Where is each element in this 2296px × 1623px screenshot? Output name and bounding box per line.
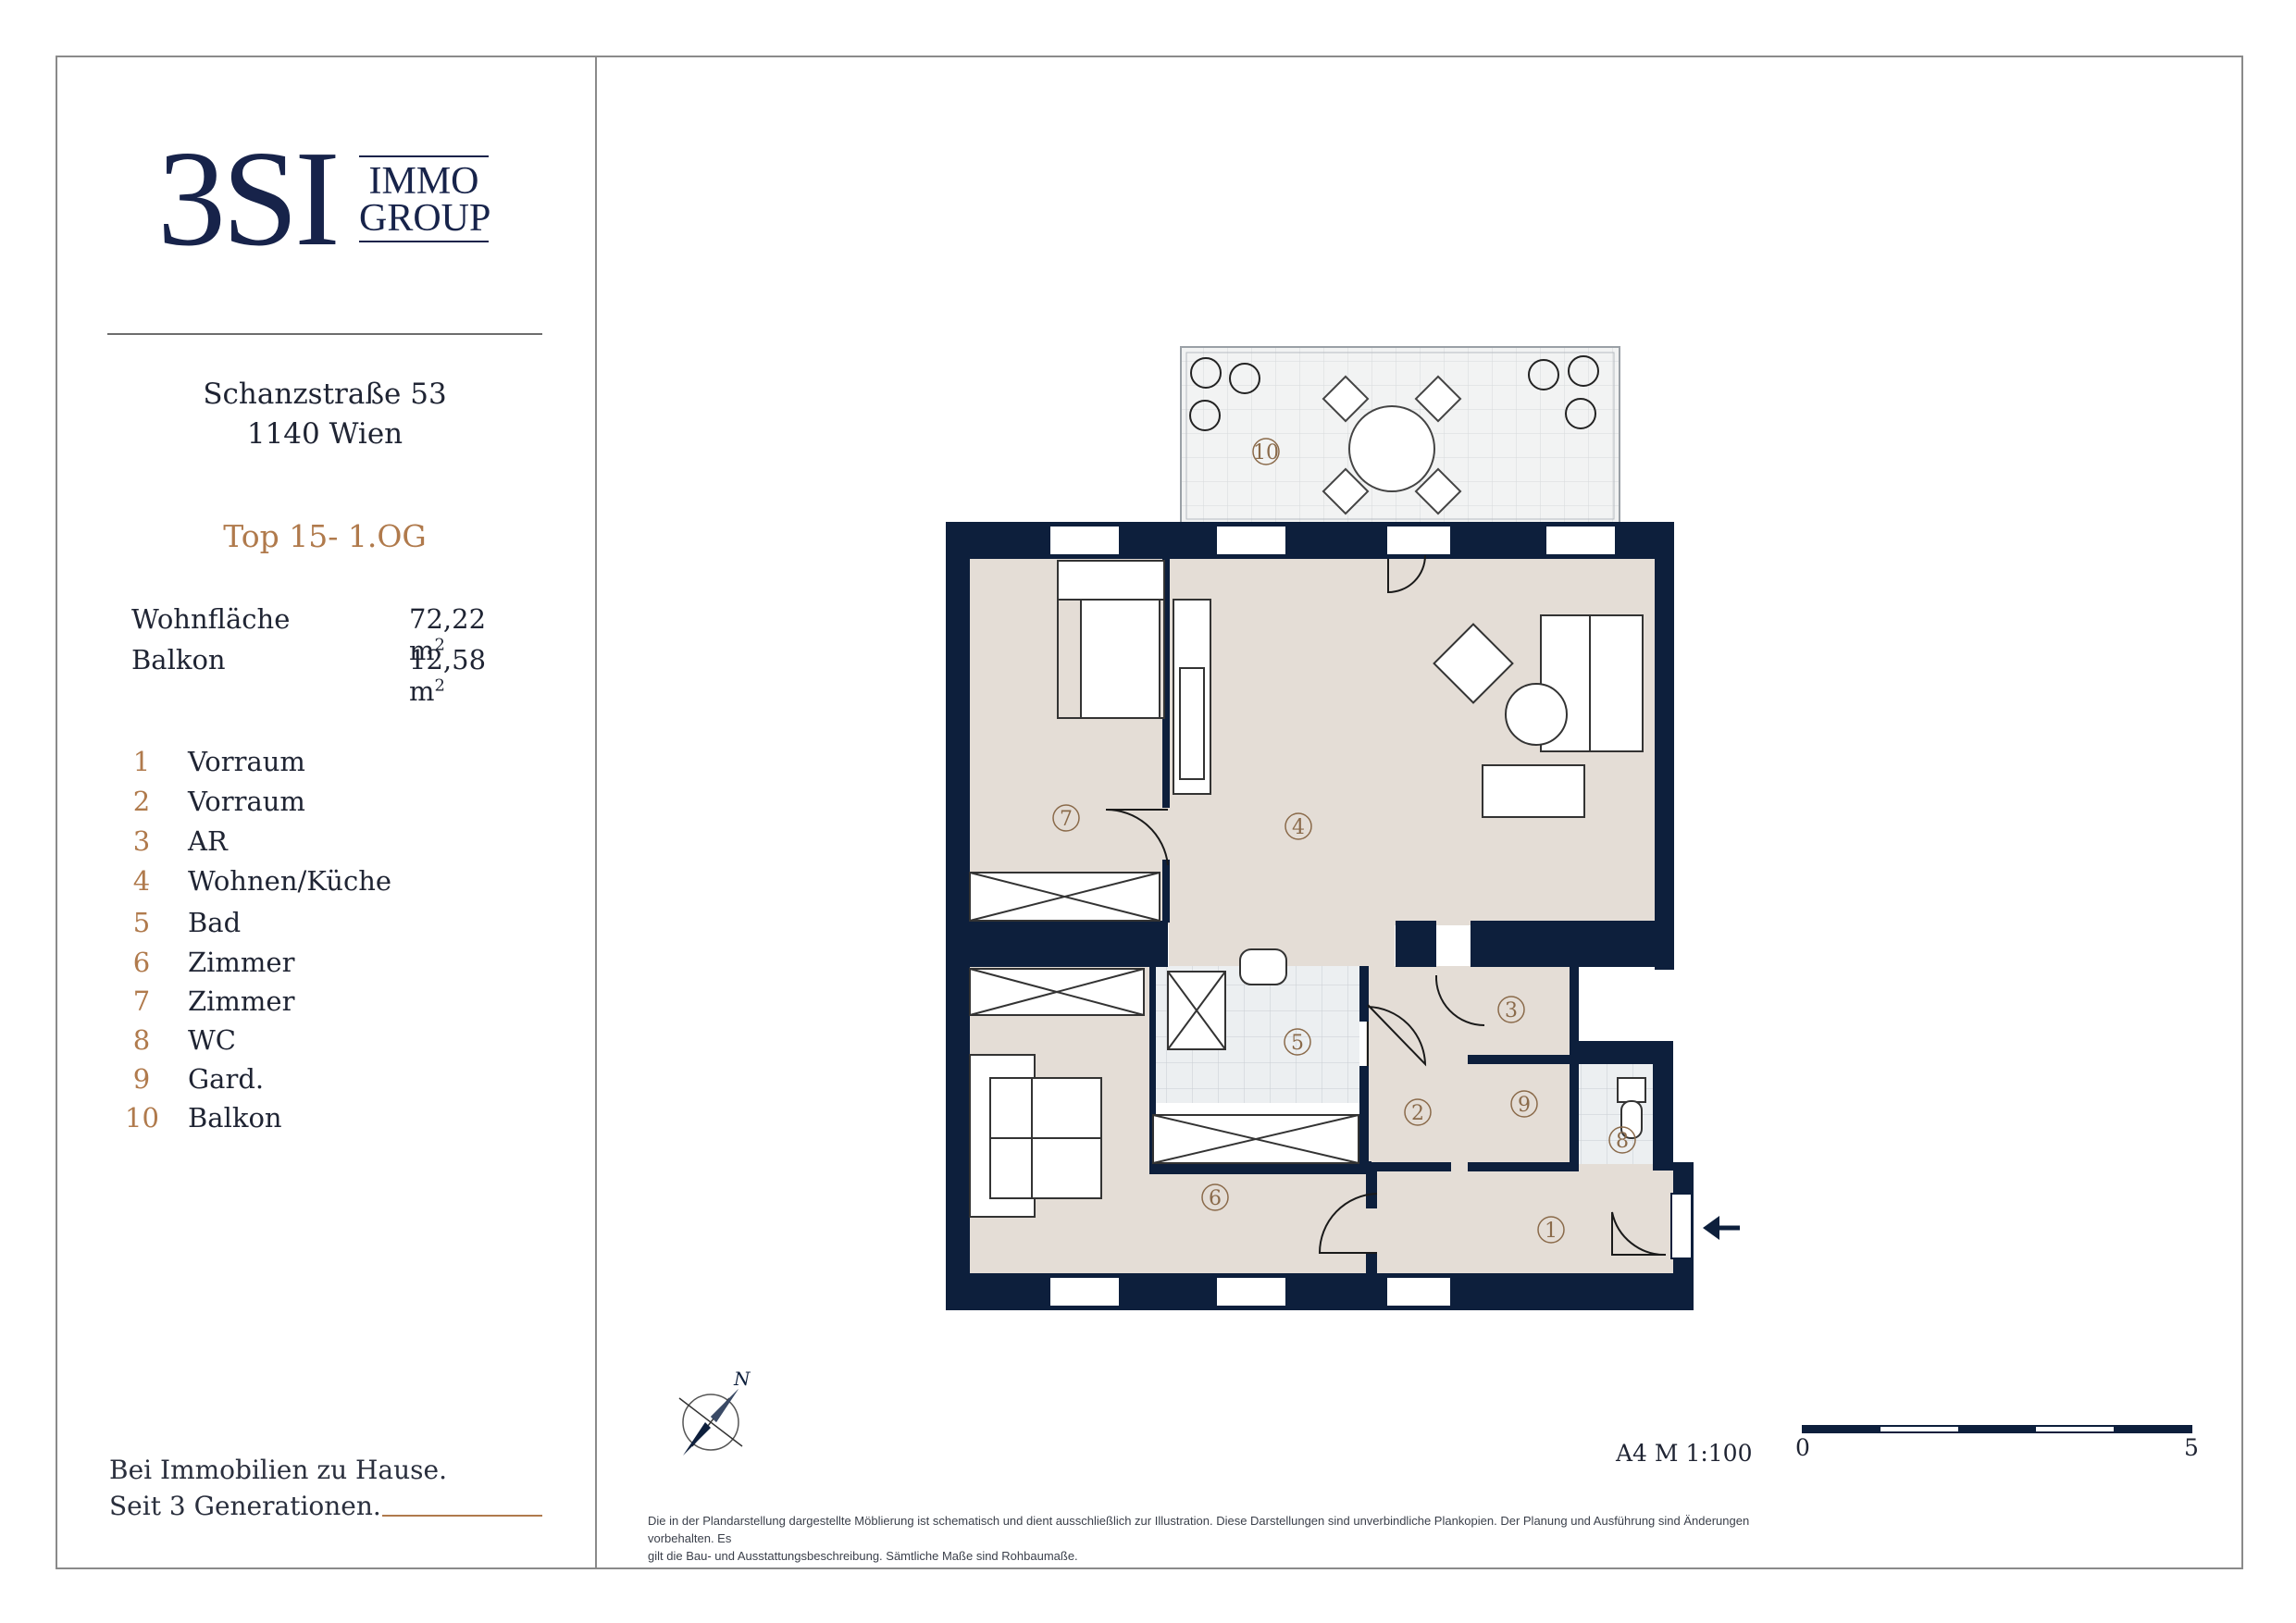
compass-icon xyxy=(678,1389,743,1456)
svg-text:9: 9 xyxy=(1518,1094,1531,1117)
svg-text:4: 4 xyxy=(1292,816,1305,839)
windows xyxy=(1049,525,1693,1307)
area-row-wohnflaeche: Wohnfläche 72,22 m2 xyxy=(131,603,520,666)
svg-text:2: 2 xyxy=(1411,1102,1424,1125)
entrance-arrow-icon xyxy=(1703,1216,1740,1240)
page-frame xyxy=(56,56,2243,1569)
slogan-accent-rule xyxy=(382,1515,542,1517)
scale-end: 5 xyxy=(2184,1434,2199,1461)
area-label: Wohnfläche xyxy=(131,603,291,635)
svg-text:6: 6 xyxy=(1209,1187,1222,1210)
svg-text:10: 10 xyxy=(1253,441,1279,465)
furniture xyxy=(969,560,1646,1218)
balcony xyxy=(1180,346,1620,524)
svg-text:7: 7 xyxy=(1060,808,1073,831)
logo-main-text: 3SI xyxy=(157,123,341,275)
address-city: 1140 Wien xyxy=(246,417,403,451)
area-value: 72,22 m2 xyxy=(409,603,487,666)
logo-sub-text: IMMO GROUP xyxy=(359,155,491,242)
address-street: Schanzstraße 53 xyxy=(203,378,447,411)
svg-text:1: 1 xyxy=(1545,1220,1558,1243)
slogan-line2: Seit 3 Generationen. xyxy=(109,1491,381,1521)
scale-start: 0 xyxy=(1795,1434,1810,1461)
room-number-markers: 10 7 4 3 5 2 9 8 6 1 xyxy=(1052,438,1636,1244)
logo-sub-line2: GROUP xyxy=(359,197,491,240)
compass-north-label: N xyxy=(733,1368,751,1390)
company-logo: 3SI IMMO GROUP xyxy=(157,123,500,275)
disclaimer-line1: Die in der Plandarstellung dargestellte … xyxy=(648,1514,1750,1545)
doors xyxy=(1105,554,1667,1257)
header-rule xyxy=(107,333,542,335)
area-row-balkon: Balkon 12,58 m2 xyxy=(131,644,520,707)
svg-text:5: 5 xyxy=(1291,1032,1304,1055)
panel-divider xyxy=(595,56,597,1569)
disclaimer-line2: gilt die Bau- und Ausstattungsbeschreibu… xyxy=(648,1549,1078,1563)
plant-icon xyxy=(1189,355,1599,431)
area-label: Balkon xyxy=(131,644,226,675)
logo-sub-line1: IMMO xyxy=(368,160,479,203)
unit-title: Top 15- 1.OG xyxy=(223,518,427,554)
svg-text:3: 3 xyxy=(1505,999,1518,1022)
disclaimer: Die in der Plandarstellung dargestellte … xyxy=(648,1512,1814,1565)
scale-label: A4 M 1:100 xyxy=(1616,1440,1753,1467)
area-value: 12,58 m2 xyxy=(409,644,487,707)
slogan-line1: Bei Immobilien zu Hause. xyxy=(109,1455,447,1485)
svg-text:8: 8 xyxy=(1616,1130,1629,1153)
scale-bar xyxy=(1802,1425,2192,1433)
